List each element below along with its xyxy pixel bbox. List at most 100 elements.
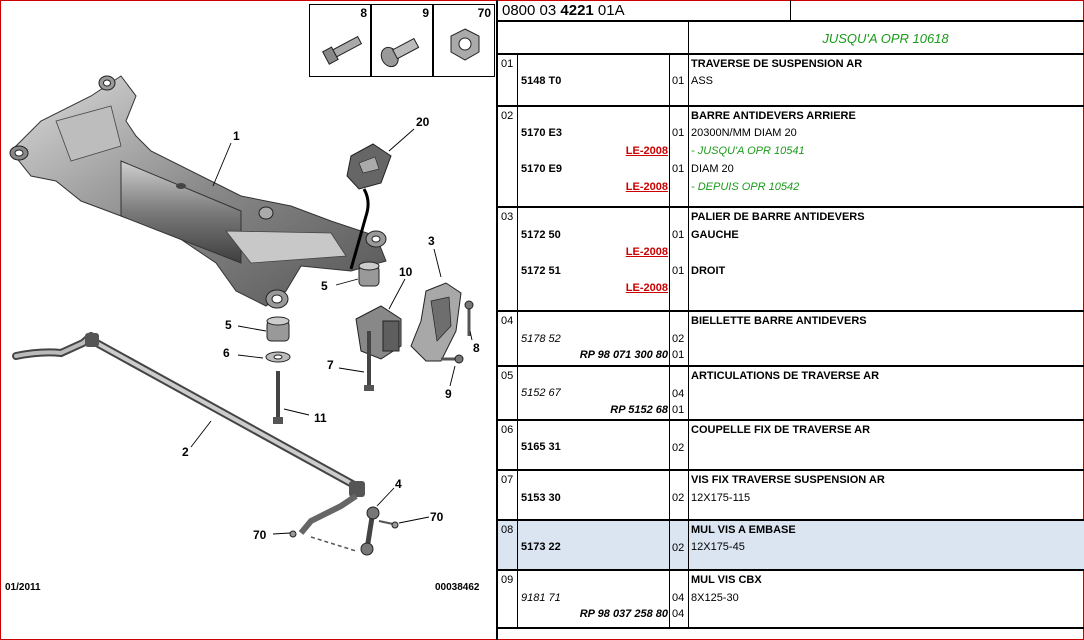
reference[interactable]: 5173 22 — [521, 541, 561, 553]
drawing-reference: 00038462 — [435, 582, 480, 593]
table-row[interactable]: 03 PALIER DE BARRE ANTIDEVERS 5172 50 01… — [498, 208, 1084, 312]
description: 12X175-115 — [691, 492, 751, 504]
part-suffix: 01A — [593, 2, 625, 19]
reference[interactable]: 5152 67 — [521, 387, 561, 399]
description: DIAM 20 — [691, 163, 734, 175]
description: 8X125-30 — [691, 592, 739, 604]
quantity: 02 — [672, 492, 685, 504]
anti-roll-bar — [12, 332, 365, 535]
callout-4: 4 — [395, 477, 402, 491]
flange-screw-icon — [380, 37, 420, 68]
reference[interactable]: 5170 E9 — [521, 163, 562, 175]
row-number: 08 — [501, 524, 514, 536]
reference[interactable]: 5153 30 — [521, 492, 561, 504]
part-prefix: 0800 03 — [502, 2, 561, 19]
replacement-reference[interactable]: RP 98 037 258 80 — [579, 608, 668, 620]
table-row[interactable]: 07 VIS FIX TRAVERSE SUSPENSION AR 5153 3… — [498, 471, 1084, 521]
quantity: 04 — [672, 592, 685, 604]
reference[interactable]: 5172 50 — [521, 229, 561, 241]
validity-header: JUSQU'A OPR 10618 — [498, 22, 1084, 55]
quantity: 04 — [672, 388, 685, 400]
upper-bushing — [358, 261, 380, 287]
hardware-box-9: 9 — [371, 4, 433, 77]
callout-5-lower: 5 — [225, 318, 232, 332]
row-title: COUPELLE FIX DE TRAVERSE AR — [691, 424, 871, 436]
callout-8: 8 — [473, 341, 480, 355]
bar-bearing — [355, 282, 462, 362]
row-title: TRAVERSE DE SUSPENSION AR — [691, 58, 863, 70]
table-row[interactable]: 04 BIELLETTE BARRE ANTIDEVERS 5178 52 02… — [498, 312, 1084, 367]
row-number: 06 — [501, 424, 514, 436]
description: 12X175-45 — [691, 541, 745, 553]
callout-7: 7 — [327, 358, 334, 372]
callout-6: 6 — [223, 346, 230, 360]
row-title: MUL VIS A EMBASE — [691, 524, 796, 536]
leader-lines — [190, 128, 473, 535]
quantity: 01 — [672, 163, 685, 175]
row-number: 04 — [501, 315, 514, 327]
hardware-box-8: 8 — [309, 4, 371, 77]
table-row[interactable]: 01 TRAVERSE DE SUSPENSION AR 5148 T0 01 … — [498, 55, 1084, 107]
reference[interactable]: 5170 E3 — [521, 127, 562, 139]
hardware-box-number: 8 — [360, 6, 367, 20]
row-number: 02 — [501, 110, 514, 122]
reference[interactable]: 5172 51 — [521, 265, 561, 277]
reference[interactable]: 5148 T0 — [521, 75, 562, 87]
bolt-icon — [322, 35, 363, 65]
hardware-box-70: 70 — [433, 4, 495, 77]
quantity: 02 — [672, 333, 685, 345]
replacement-reference[interactable]: RP 98 071 300 80 — [579, 349, 668, 361]
part-number-header: 0800 03 4221 01A — [498, 0, 1084, 22]
table-row[interactable]: 09 MUL VIS CBX 9181 71 04 8X125-30 RP 98… — [498, 571, 1084, 629]
callout-1: 1 — [233, 129, 240, 143]
reference[interactable]: 9181 71 — [521, 592, 561, 604]
diagram-drawing — [9, 75, 474, 556]
callout-11: 11 — [314, 411, 327, 425]
flange-nut-icon — [450, 28, 480, 61]
table-row[interactable]: 06 COUPELLE FIX DE TRAVERSE AR 5165 31 0… — [498, 421, 1084, 471]
le-link[interactable]: LE-2008 — [625, 282, 668, 294]
reference[interactable]: 5165 31 — [521, 441, 561, 453]
row-number: 01 — [501, 58, 514, 70]
description: ASS — [691, 75, 714, 87]
row-number: 03 — [501, 211, 514, 223]
row-number: 05 — [501, 370, 514, 382]
validity-note: JUSQU'A OPR 10618 — [822, 31, 949, 46]
le-link[interactable]: LE-2008 — [625, 145, 668, 157]
group-part-number: 0800 03 4221 01A — [502, 2, 625, 19]
reference[interactable]: 5178 52 — [521, 333, 561, 345]
bracket-bolts — [364, 300, 474, 391]
quantity: 01 — [672, 229, 685, 241]
replacement-reference[interactable]: RP 5152 68 — [610, 404, 668, 416]
row-title: BIELLETTE BARRE ANTIDEVERS — [691, 315, 867, 327]
callout-2: 2 — [182, 445, 189, 459]
replacement-quantity: 04 — [672, 608, 685, 620]
callout-3: 3 — [428, 234, 435, 248]
description: DROIT — [691, 265, 726, 277]
row-title: ARTICULATIONS DE TRAVERSE AR — [691, 370, 880, 382]
callout-70-right: 70 — [430, 510, 444, 524]
row-title: VIS FIX TRAVERSE SUSPENSION AR — [691, 474, 885, 486]
callout-70-left: 70 — [253, 528, 267, 542]
row-title: PALIER DE BARRE ANTIDEVERS — [691, 211, 865, 223]
callout-9: 9 — [445, 387, 452, 401]
date-code: 01/2011 — [5, 582, 41, 593]
quantity: 02 — [672, 542, 685, 554]
le-link[interactable]: LE-2008 — [625, 246, 668, 258]
description: GAUCHE — [691, 229, 739, 241]
parts-table: 0800 03 4221 01A JUSQU'A OPR 10618 01 TR… — [496, 0, 1084, 640]
quantity: 01 — [672, 127, 685, 139]
exploded-diagram: 8 9 70 1 20 3 10 5 5 6 7 8 9 11 2 4 7 — [1, 1, 495, 638]
subframe-crossmember — [9, 75, 387, 309]
le-link[interactable]: LE-2008 — [625, 181, 668, 193]
part-main: 4221 — [560, 2, 594, 19]
replacement-quantity: 01 — [672, 349, 685, 361]
table-row[interactable]: 02 BARRE ANTIDEVERS ARRIERE 5170 E3 01 2… — [498, 107, 1084, 208]
table-row[interactable]: 05 ARTICULATIONS DE TRAVERSE AR 5152 67 … — [498, 367, 1084, 421]
row-title: MUL VIS CBX — [691, 574, 762, 586]
table-row-selected[interactable]: 08 MUL VIS A EMBASE 5173 22 02 12X175-45 — [498, 521, 1084, 571]
drop-link — [289, 506, 399, 556]
row-title: BARRE ANTIDEVERS ARRIERE — [691, 110, 856, 122]
quantity: 01 — [672, 265, 685, 277]
row-number: 07 — [501, 474, 514, 486]
